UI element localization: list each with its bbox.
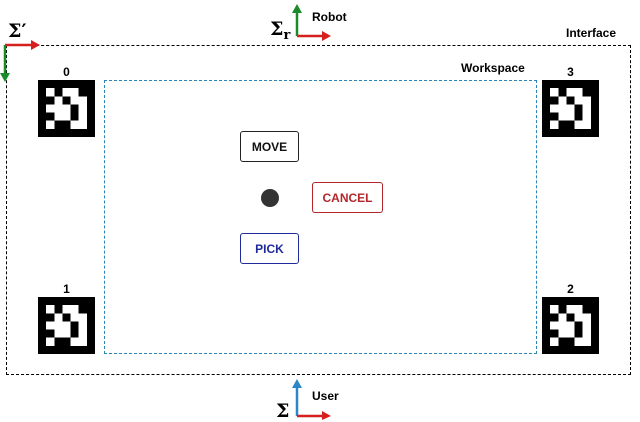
cancel-button[interactable]: CANCEL: [312, 182, 383, 213]
marker-id-1: 1: [63, 282, 70, 296]
marker-0: [38, 80, 95, 137]
marker-3: [542, 80, 599, 137]
marker-1: [38, 297, 95, 354]
user-frame-symbol: Σ: [276, 400, 290, 422]
interface-axes-icon: [0, 40, 40, 82]
cursor-dot: [261, 189, 279, 207]
interface-label: Interface: [566, 26, 617, 40]
move-button[interactable]: MOVE: [240, 131, 299, 162]
interface-frame-symbol: Σ′: [8, 20, 27, 42]
user-label: User: [312, 389, 339, 403]
marker-id-2: 2: [567, 282, 574, 296]
user-axes-icon: [292, 379, 331, 420]
robot-frame-symbol: Σr: [270, 18, 291, 43]
marker-2: [542, 297, 599, 354]
pick-button[interactable]: PICK: [240, 233, 299, 264]
workspace-frame: [104, 80, 537, 354]
robot-label: Robot: [312, 10, 347, 24]
interface-frame: [6, 45, 631, 375]
marker-id-0: 0: [63, 65, 70, 79]
workspace-label: Workspace: [461, 61, 525, 75]
marker-id-3: 3: [567, 65, 574, 79]
robot-axes-icon: [292, 4, 331, 41]
